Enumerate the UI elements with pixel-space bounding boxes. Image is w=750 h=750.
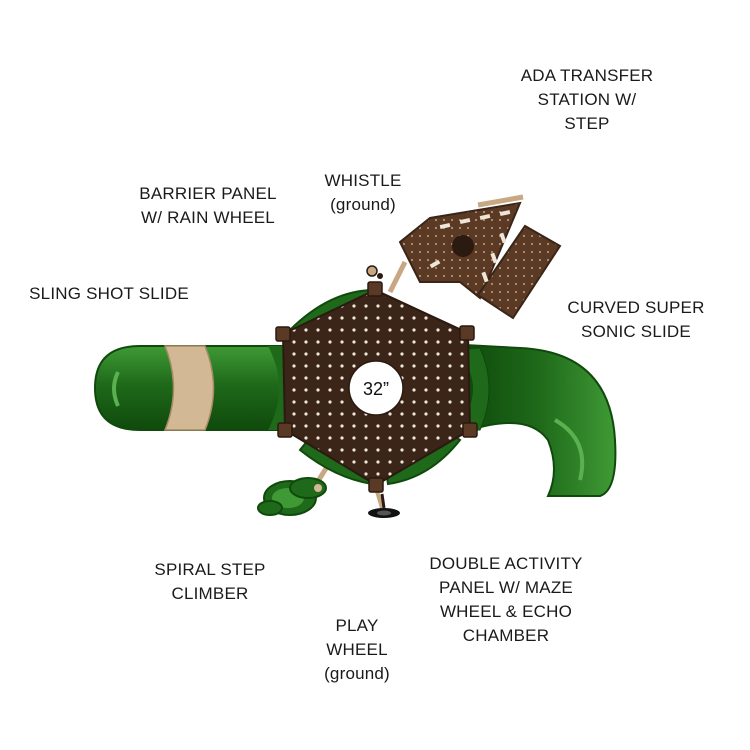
play-wheel bbox=[368, 493, 400, 518]
whistle bbox=[377, 273, 383, 279]
label-spiral-step-climber: SPIRAL STEP CLIMBER bbox=[154, 560, 266, 603]
label-sling-shot-slide: SLING SHOT SLIDE bbox=[29, 284, 189, 303]
spiral-step-climber bbox=[257, 477, 327, 516]
sling-shot-slide bbox=[93, 345, 292, 431]
deck-height-label: 32” bbox=[362, 379, 389, 399]
label-play-wheel: PLAY WHEEL (ground) bbox=[324, 616, 390, 683]
label-curved-super-sonic-slide: CURVED SUPER SONIC SLIDE bbox=[567, 298, 705, 341]
label-whistle: WHISTLE (ground) bbox=[324, 171, 402, 214]
label-double-activity-panel: DOUBLE ACTIVITY PANEL W/ MAZE WHEEL & EC… bbox=[429, 554, 583, 645]
ada-transfer-station bbox=[398, 201, 562, 320]
deck-posts bbox=[275, 265, 478, 493]
label-barrier-panel: BARRIER PANEL W/ RAIN WHEEL bbox=[139, 184, 277, 227]
label-ada-transfer-station: ADA TRANSFER STATION W/ STEP bbox=[520, 66, 654, 133]
curved-super-sonic-slide bbox=[453, 343, 617, 497]
